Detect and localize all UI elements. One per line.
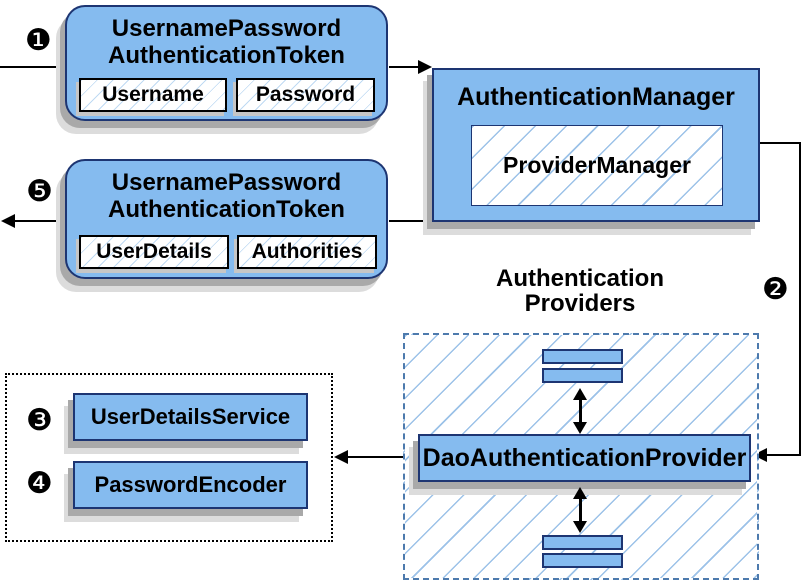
authentication-providers-label: Authentication Providers	[460, 266, 700, 316]
step4-badge: ❹	[26, 466, 53, 501]
step1-flow-line	[0, 66, 66, 68]
response-token-box: UsernamePassword AuthenticationToken Use…	[65, 159, 388, 279]
step1-arrow-line	[389, 66, 420, 68]
step2-badge: ❷	[762, 272, 789, 307]
request-token-title: UsernamePassword AuthenticationToken	[67, 7, 386, 69]
provider-list-item-bar	[542, 349, 623, 364]
collaborators-dotted-box	[5, 373, 333, 542]
provider-list-item-bar	[542, 368, 623, 383]
authentication-providers-label-line1: Authentication	[496, 265, 664, 292]
provider-manager-box: ProviderManager	[471, 125, 723, 206]
step1-arrowhead-icon	[418, 60, 432, 74]
step2-flow-line-vertical	[799, 142, 801, 456]
bidirectional-arrow-top-icon	[572, 388, 588, 434]
request-token-box: UsernamePassword AuthenticationToken Use…	[65, 5, 388, 121]
authentication-manager-title: AuthenticationManager	[457, 83, 735, 111]
authentication-providers-label-line2: Providers	[524, 290, 636, 317]
username-field-box: Username	[79, 78, 227, 112]
authorities-field-box: Authorities	[237, 235, 377, 269]
userdetails-field-box: UserDetails	[79, 235, 229, 269]
authentication-manager-box: AuthenticationManager ProviderManager	[432, 68, 760, 222]
password-encoder-box: PasswordEncoder	[73, 461, 308, 509]
user-details-service-box: UserDetailsService	[73, 393, 308, 441]
provider-list-item-bar	[542, 553, 623, 568]
step2-flow-line-bottom	[766, 454, 801, 456]
dao-to-collaborators-arrowhead-icon	[334, 450, 348, 464]
step5-arrowhead-icon	[1, 214, 15, 228]
request-token-title-line1: UsernamePassword	[111, 15, 342, 42]
provider-list-item-bar	[542, 535, 623, 550]
dao-to-collaborators-line	[346, 456, 419, 458]
request-token-title-line2: AuthenticationToken	[108, 42, 345, 69]
response-token-title-line1: UsernamePassword	[111, 169, 342, 196]
step5-arrow-line	[12, 220, 66, 222]
step5-badge: ❺	[26, 174, 53, 209]
password-field-box: Password	[236, 78, 375, 112]
response-token-title: UsernamePassword AuthenticationToken	[67, 161, 386, 223]
step2-flow-line-top	[759, 142, 801, 144]
response-token-title-line2: AuthenticationToken	[108, 196, 345, 223]
step3-badge: ❸	[26, 403, 53, 438]
dao-authentication-provider-box: DaoAuthenticationProvider	[418, 434, 751, 482]
step1-badge: ❶	[25, 23, 52, 58]
step5-flow-line	[389, 220, 433, 222]
bidirectional-arrow-bottom-icon	[572, 487, 588, 533]
